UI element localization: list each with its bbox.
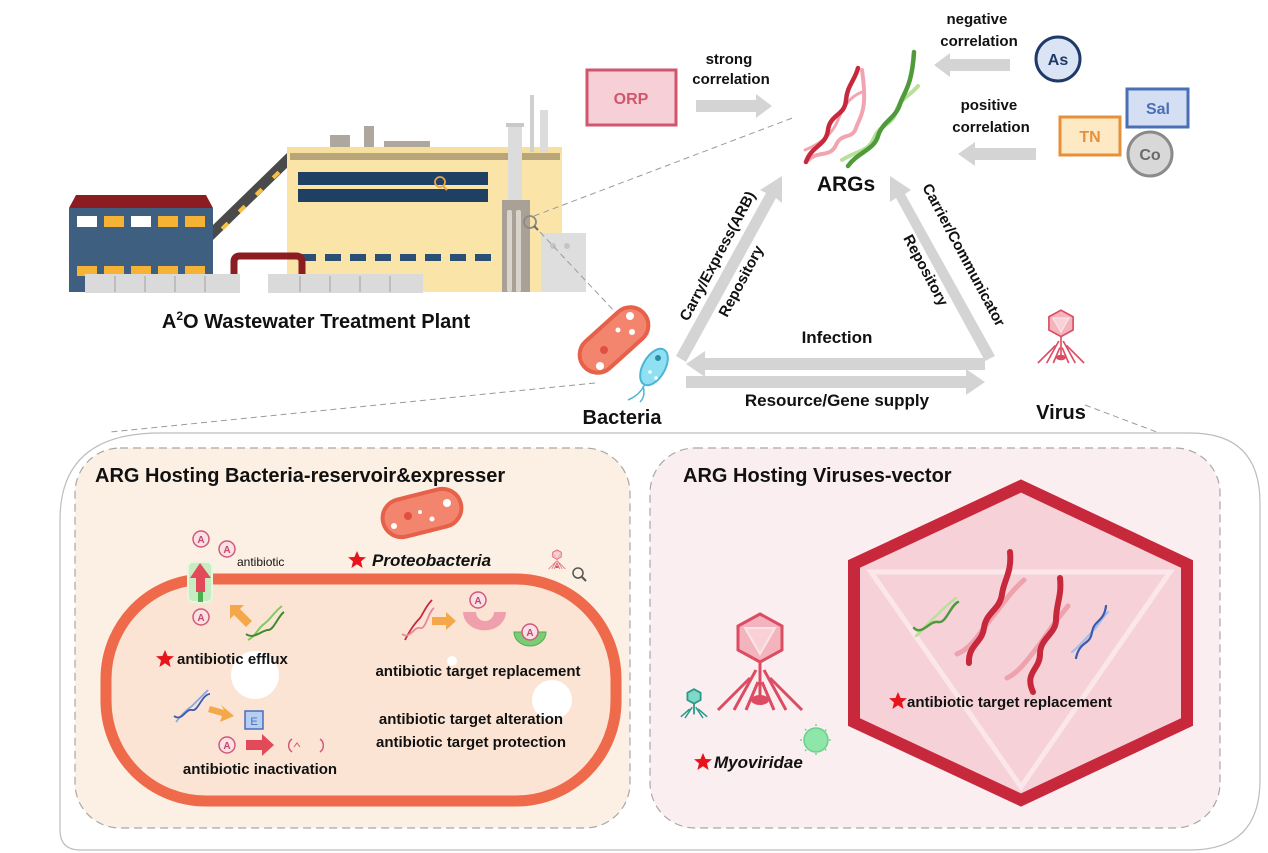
degraded-antibiotic-icon xyxy=(287,738,325,753)
bacteria-panel: ARG Hosting Bacteria-reservoir&expresser… xyxy=(74,447,631,829)
plant-conveyor xyxy=(213,152,293,240)
args-dna-icon xyxy=(803,49,920,169)
red-dna-icon xyxy=(401,599,435,641)
factor-co: Co xyxy=(1126,130,1174,178)
virus-panel-title: ARG Hosting Viruses-vector xyxy=(683,465,952,487)
svg-text:As: As xyxy=(1048,52,1069,69)
virus-label: Virus xyxy=(1036,402,1086,424)
plant-red-roof xyxy=(69,195,213,208)
antibiotic-token-icon xyxy=(469,591,487,609)
target-protection-label: antibiotic target protection xyxy=(376,734,566,751)
negative-correlation-label: negative correlation xyxy=(940,11,1018,50)
myoviridae-label: Myoviridae xyxy=(714,753,803,772)
plant-windows xyxy=(77,216,205,276)
svg-text:Sal: Sal xyxy=(1146,101,1170,118)
positive-correlation-label: positive correlation xyxy=(952,97,1030,136)
orp-label: ORP xyxy=(614,91,649,108)
orange-arrow-icon xyxy=(230,605,252,627)
positive-arrow xyxy=(958,142,1036,166)
magnifier-icon xyxy=(523,215,537,229)
factor-tn: TN xyxy=(1058,115,1122,157)
bacteria-panel-title: ARG Hosting Bacteria-reservoir&expresser xyxy=(95,465,505,487)
factor-as: As xyxy=(1034,35,1082,83)
target-receptor-icon xyxy=(463,612,506,631)
inactivation-label: antibiotic inactivation xyxy=(183,761,337,778)
antibiotic-token-icon xyxy=(218,736,236,754)
orp-factor: ORP xyxy=(585,68,678,127)
orp-box xyxy=(585,68,678,127)
green-virus-icon xyxy=(800,724,832,756)
enzyme-icon: E xyxy=(244,710,264,730)
svg-text:Co: Co xyxy=(1139,147,1161,164)
virus-icon xyxy=(1037,309,1085,364)
factor-sal: Sal xyxy=(1125,87,1190,129)
blue-dna-icon xyxy=(173,689,211,723)
magnifier-icon xyxy=(434,176,446,188)
orange-arrow-icon xyxy=(208,705,234,722)
gene-supply-arrow xyxy=(686,369,985,395)
args-label: ARGs xyxy=(817,173,875,196)
bacteria-to-args-arrow xyxy=(676,176,782,362)
target-replacement-label: antibiotic target replacement xyxy=(375,663,580,680)
red-arrow-icon xyxy=(246,734,274,756)
proteobacteria-label: Proteobacteria xyxy=(372,551,491,570)
virus-panel: ARG Hosting Viruses-vector antibiotic ta… xyxy=(649,447,1221,829)
antibiotic-token-icon xyxy=(192,530,210,548)
plant-tanks xyxy=(85,274,423,293)
antibiotic-label: antibiotic xyxy=(237,555,284,569)
antibiotic-token-icon xyxy=(192,608,210,626)
virus-to-args-arrow xyxy=(890,176,995,361)
infection-arrow xyxy=(686,351,985,377)
target-alteration-label: antibiotic target alteration xyxy=(379,711,563,728)
capsid-dna-icons xyxy=(912,549,1110,695)
svg-text:E: E xyxy=(250,716,257,728)
proteobacteria-icon xyxy=(380,486,464,540)
orange-arrow-icon xyxy=(432,612,456,630)
svg-text:TN: TN xyxy=(1079,129,1100,146)
capsid-icon xyxy=(848,479,1193,807)
wastewater-plant-illustration: A2O Wastewater Treatment Plant xyxy=(69,95,586,333)
gene-supply-label: Resource/Gene supply xyxy=(745,391,930,410)
triangle-arrows xyxy=(676,176,995,395)
orp-arrow xyxy=(696,94,772,118)
efflux-label: antibiotic efflux xyxy=(177,651,288,668)
efflux-pump-icon xyxy=(187,561,213,603)
negative-arrow xyxy=(934,53,1010,77)
small-teal-phage-icon xyxy=(680,688,708,719)
plant-title: A2O Wastewater Treatment Plant xyxy=(162,309,471,333)
infection-label: Infection xyxy=(802,328,873,347)
magnifier-icon xyxy=(572,567,584,579)
capsid-mechanism-label: antibiotic target replacement xyxy=(907,694,1112,711)
bacteria-label: Bacteria xyxy=(583,407,663,429)
green-dna-icon xyxy=(245,605,285,641)
antibiotic-token-icon xyxy=(218,540,236,558)
antibiotic-token-icon xyxy=(521,623,539,641)
strong-correlation-label: strong correlation xyxy=(692,51,770,88)
bacteria-icon xyxy=(577,305,669,403)
